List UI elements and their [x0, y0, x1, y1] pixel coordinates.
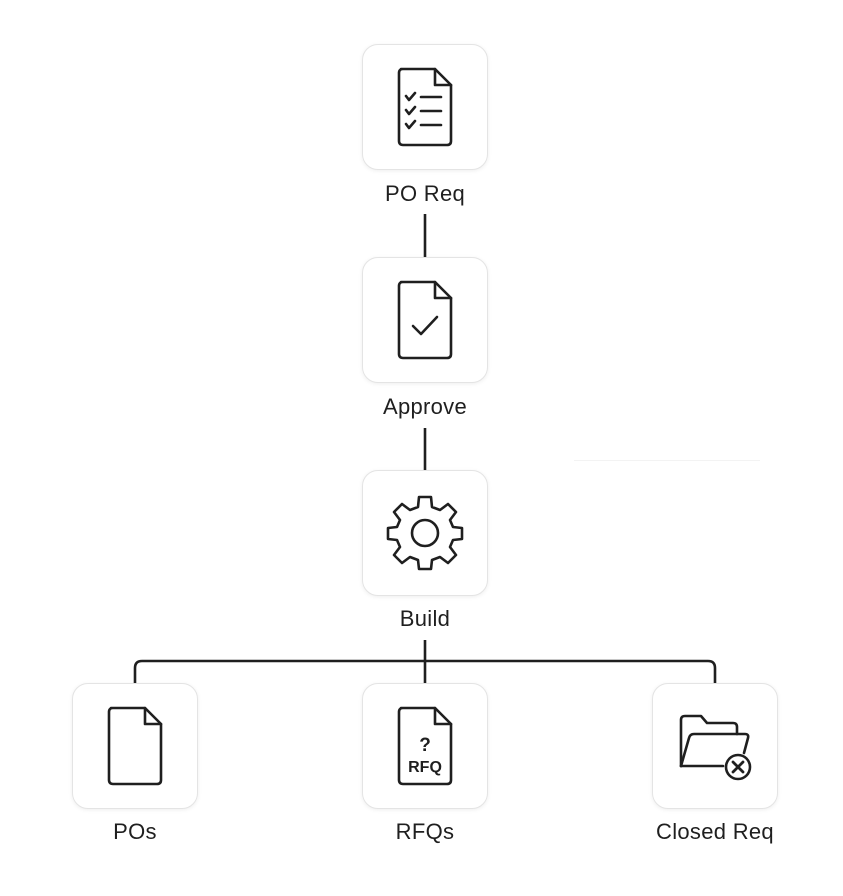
node-po-req[interactable] [362, 44, 488, 170]
node-label-rfqs: RFQs [395, 819, 455, 844]
node-label-pos: POs [113, 819, 157, 844]
approved-document-icon [397, 280, 453, 360]
node-build[interactable] [362, 470, 488, 596]
node-label-approve: Approve [382, 394, 468, 419]
node-approve[interactable] [362, 257, 488, 383]
edge-build-branch-bar [133, 659, 717, 683]
node-label-closed-req: Closed Req [656, 819, 774, 844]
gear-icon [386, 495, 464, 571]
closed-folder-icon [679, 714, 752, 781]
node-label-build: Build [399, 606, 451, 631]
rfq-code-text: RFQ [408, 759, 442, 776]
node-pos[interactable] [72, 683, 198, 809]
rfq-document-icon: ? RFQ [397, 706, 453, 786]
node-rfqs[interactable]: ? RFQ [362, 683, 488, 809]
checklist-document-icon [397, 67, 453, 147]
node-label-po-req: PO Req [384, 181, 466, 206]
divider-line [574, 460, 760, 461]
node-closed-req[interactable] [652, 683, 778, 809]
rfq-question-mark: ? [419, 735, 431, 756]
blank-document-icon [107, 706, 163, 786]
